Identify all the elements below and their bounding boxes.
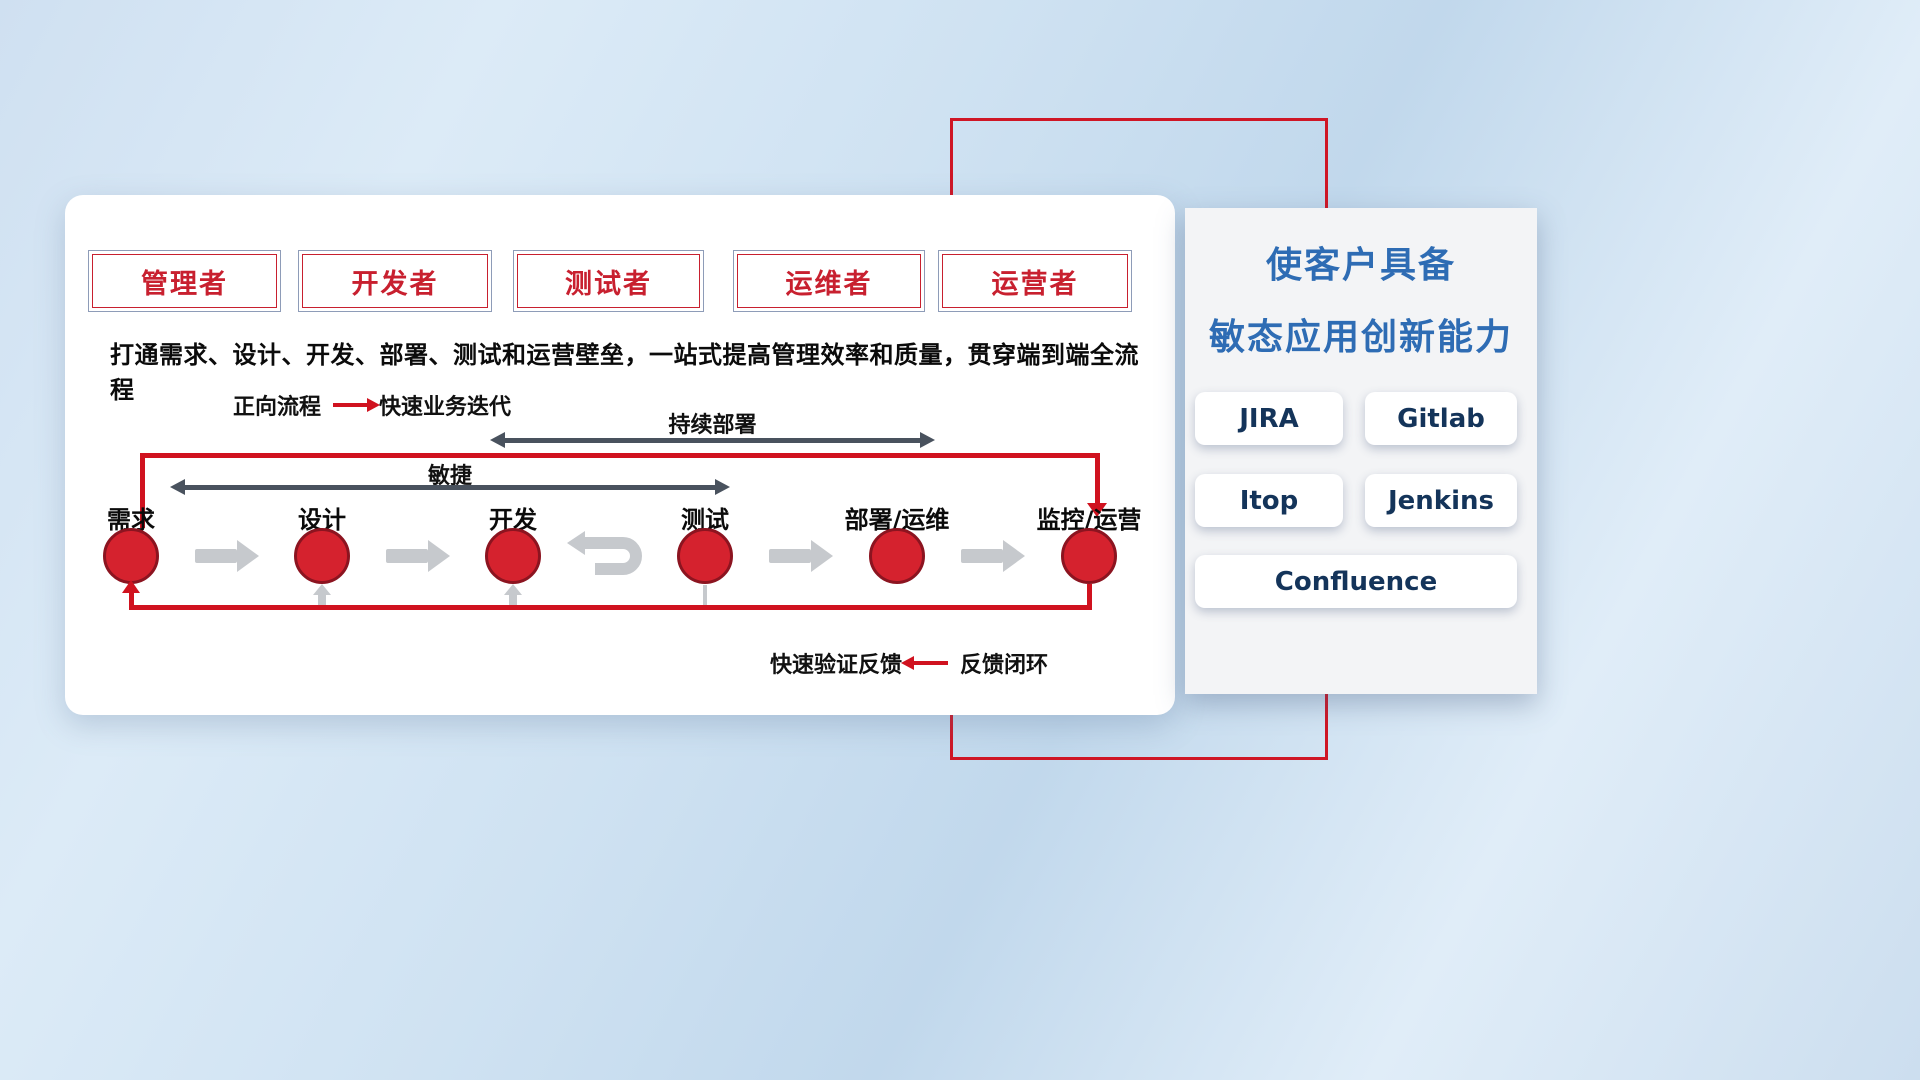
role-label-developer: 开发者 (351, 268, 439, 300)
agile-arrow (170, 479, 730, 495)
testing-feedback-connector (703, 585, 707, 605)
flow-arrow-1-icon (195, 540, 259, 572)
forward-loop-arrowhead-icon (1087, 503, 1107, 517)
tool-itop: Itop (1195, 474, 1343, 527)
forward-loop-left-line (140, 453, 145, 528)
stage-node-monitor-ops (1061, 528, 1117, 584)
design-feedback-arrowhead-icon (313, 584, 331, 595)
tools-panel: 使客户具备 敏态应用创新能力 JIRA Gitlab Itop Jenkins … (1185, 208, 1537, 694)
feedback-arrow-icon (914, 661, 949, 665)
stage-node-design (294, 528, 350, 584)
stage-node-requirements (103, 528, 159, 584)
role-label-tester: 测试者 (565, 268, 652, 300)
forward-legend-value: 快速业务迭代 (379, 395, 512, 420)
feedback-loop-arrowhead-icon (122, 580, 140, 593)
role-box-developer: 开发者 (298, 250, 492, 312)
panel-title-line1: 使客户具备 (1265, 245, 1456, 286)
feedback-legend-value: 反馈闭环 (960, 653, 1049, 678)
role-box-operations: 运维者 (733, 250, 925, 312)
forward-loop-top-line (140, 453, 1100, 458)
feedback-loop-left-line (129, 593, 134, 605)
stage-node-testing (677, 528, 733, 584)
continuous-deployment-arrow (490, 432, 935, 448)
role-label-manager: 管理者 (141, 268, 228, 300)
tool-gitlab: Gitlab (1365, 392, 1517, 445)
stage-node-deploy-ops (869, 528, 925, 584)
agile-label: 敏捷 (427, 464, 472, 489)
stage-node-development (485, 528, 541, 584)
feedback-loop-bottom-line (129, 605, 1092, 610)
tool-confluence: Confluence (1195, 555, 1517, 608)
tool-jenkins: Jenkins (1365, 474, 1517, 527)
continuous-deployment-label: 持续部署 (668, 413, 757, 438)
development-feedback-connector (509, 594, 517, 605)
feedback-loop-right-line (1087, 584, 1092, 605)
flow-arrow-4-icon (961, 540, 1025, 572)
role-box-tester: 测试者 (513, 250, 704, 312)
panel-title-line2: 敏态应用创新能力 (1208, 317, 1513, 358)
tool-jira: JIRA (1195, 392, 1343, 445)
role-box-business-operator: 运营者 (938, 250, 1132, 312)
role-box-manager: 管理者 (88, 250, 281, 312)
feedback-legend-label: 快速验证反馈 (770, 653, 903, 678)
design-feedback-connector (318, 594, 326, 605)
role-label-operations: 运维者 (785, 268, 873, 300)
flow-arrow-3-icon (769, 540, 833, 572)
flow-arrow-2-icon (386, 540, 450, 572)
development-feedback-arrowhead-icon (504, 584, 522, 595)
feedback-legend: 快速验证反馈 反馈闭环 (770, 647, 1048, 679)
role-label-business-operator: 运营者 (991, 268, 1079, 300)
forward-arrow-icon (333, 403, 368, 407)
forward-legend: 正向流程 快速业务迭代 (233, 389, 511, 421)
iterate-loop-icon (567, 531, 642, 575)
forward-legend-label: 正向流程 (233, 395, 322, 420)
devops-flow-card: 管理者 开发者 测试者 运维者 运营者 打通需求、设计、开发、部署、测试和运营壁… (65, 195, 1175, 715)
forward-loop-right-line (1095, 453, 1100, 503)
subtitle-text: 打通需求、设计、开发、部署、测试和运营壁垒，一站式提高管理效率和质量，贯穿端到端… (110, 341, 1139, 404)
